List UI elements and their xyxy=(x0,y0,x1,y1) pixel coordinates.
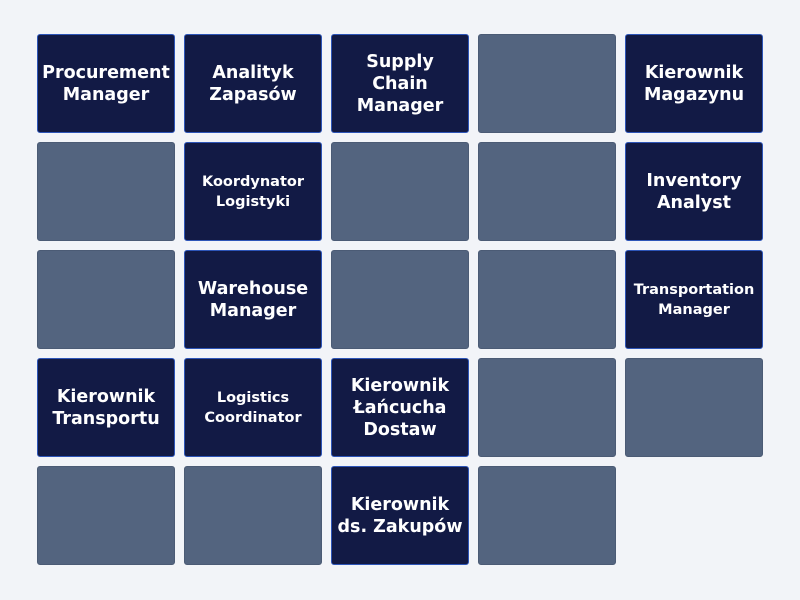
answer-card-label: Supply Chain Manager xyxy=(356,51,444,116)
answer-card-label: Kierownik ds. Zakupów xyxy=(337,494,463,537)
answer-card[interactable]: Kierownik ds. Zakupów xyxy=(331,466,469,565)
answer-card-label: Logistics Coordinator xyxy=(204,389,302,426)
answer-card[interactable]: Kierownik Łańcucha Dostaw xyxy=(331,358,469,457)
answer-card[interactable]: Supply Chain Manager xyxy=(331,34,469,133)
empty-slot[interactable] xyxy=(37,250,175,349)
answer-card[interactable]: Warehouse Manager xyxy=(184,250,322,349)
empty-slot[interactable] xyxy=(331,250,469,349)
answer-card[interactable]: Koordynator Logistyki xyxy=(184,142,322,241)
answer-card[interactable]: Logistics Coordinator xyxy=(184,358,322,457)
empty-slot[interactable] xyxy=(478,358,616,457)
answer-card[interactable]: Analityk Zapasów xyxy=(184,34,322,133)
empty-slot[interactable] xyxy=(478,466,616,565)
empty-slot[interactable] xyxy=(331,142,469,241)
empty-slot[interactable] xyxy=(478,142,616,241)
answer-card[interactable]: Kierownik Magazynu xyxy=(625,34,763,133)
empty-slot[interactable] xyxy=(184,466,322,565)
empty-slot[interactable] xyxy=(478,250,616,349)
answer-card[interactable]: Procurement Manager xyxy=(37,34,175,133)
answer-card[interactable]: Inventory Analyst xyxy=(625,142,763,241)
empty-slot[interactable] xyxy=(478,34,616,133)
answer-card-label: Analityk Zapasów xyxy=(209,62,297,105)
answer-card[interactable]: Kierownik Transportu xyxy=(37,358,175,457)
answer-card[interactable]: Transportation Manager xyxy=(625,250,763,349)
answer-card-label: Inventory Analyst xyxy=(646,170,742,213)
answer-card-label: Kierownik Magazynu xyxy=(643,62,745,105)
empty-slot[interactable] xyxy=(625,358,763,457)
answer-card-label: Procurement Manager xyxy=(42,62,170,105)
empty-slot[interactable] xyxy=(37,142,175,241)
empty-slot[interactable] xyxy=(37,466,175,565)
answer-card-label: Kierownik Transportu xyxy=(52,386,160,429)
answer-card-label: Transportation Manager xyxy=(633,281,755,318)
answer-card-label: Warehouse Manager xyxy=(197,278,309,321)
answer-card-label: Kierownik Łańcucha Dostaw xyxy=(350,375,450,440)
answer-card-label: Koordynator Logistyki xyxy=(201,173,305,210)
